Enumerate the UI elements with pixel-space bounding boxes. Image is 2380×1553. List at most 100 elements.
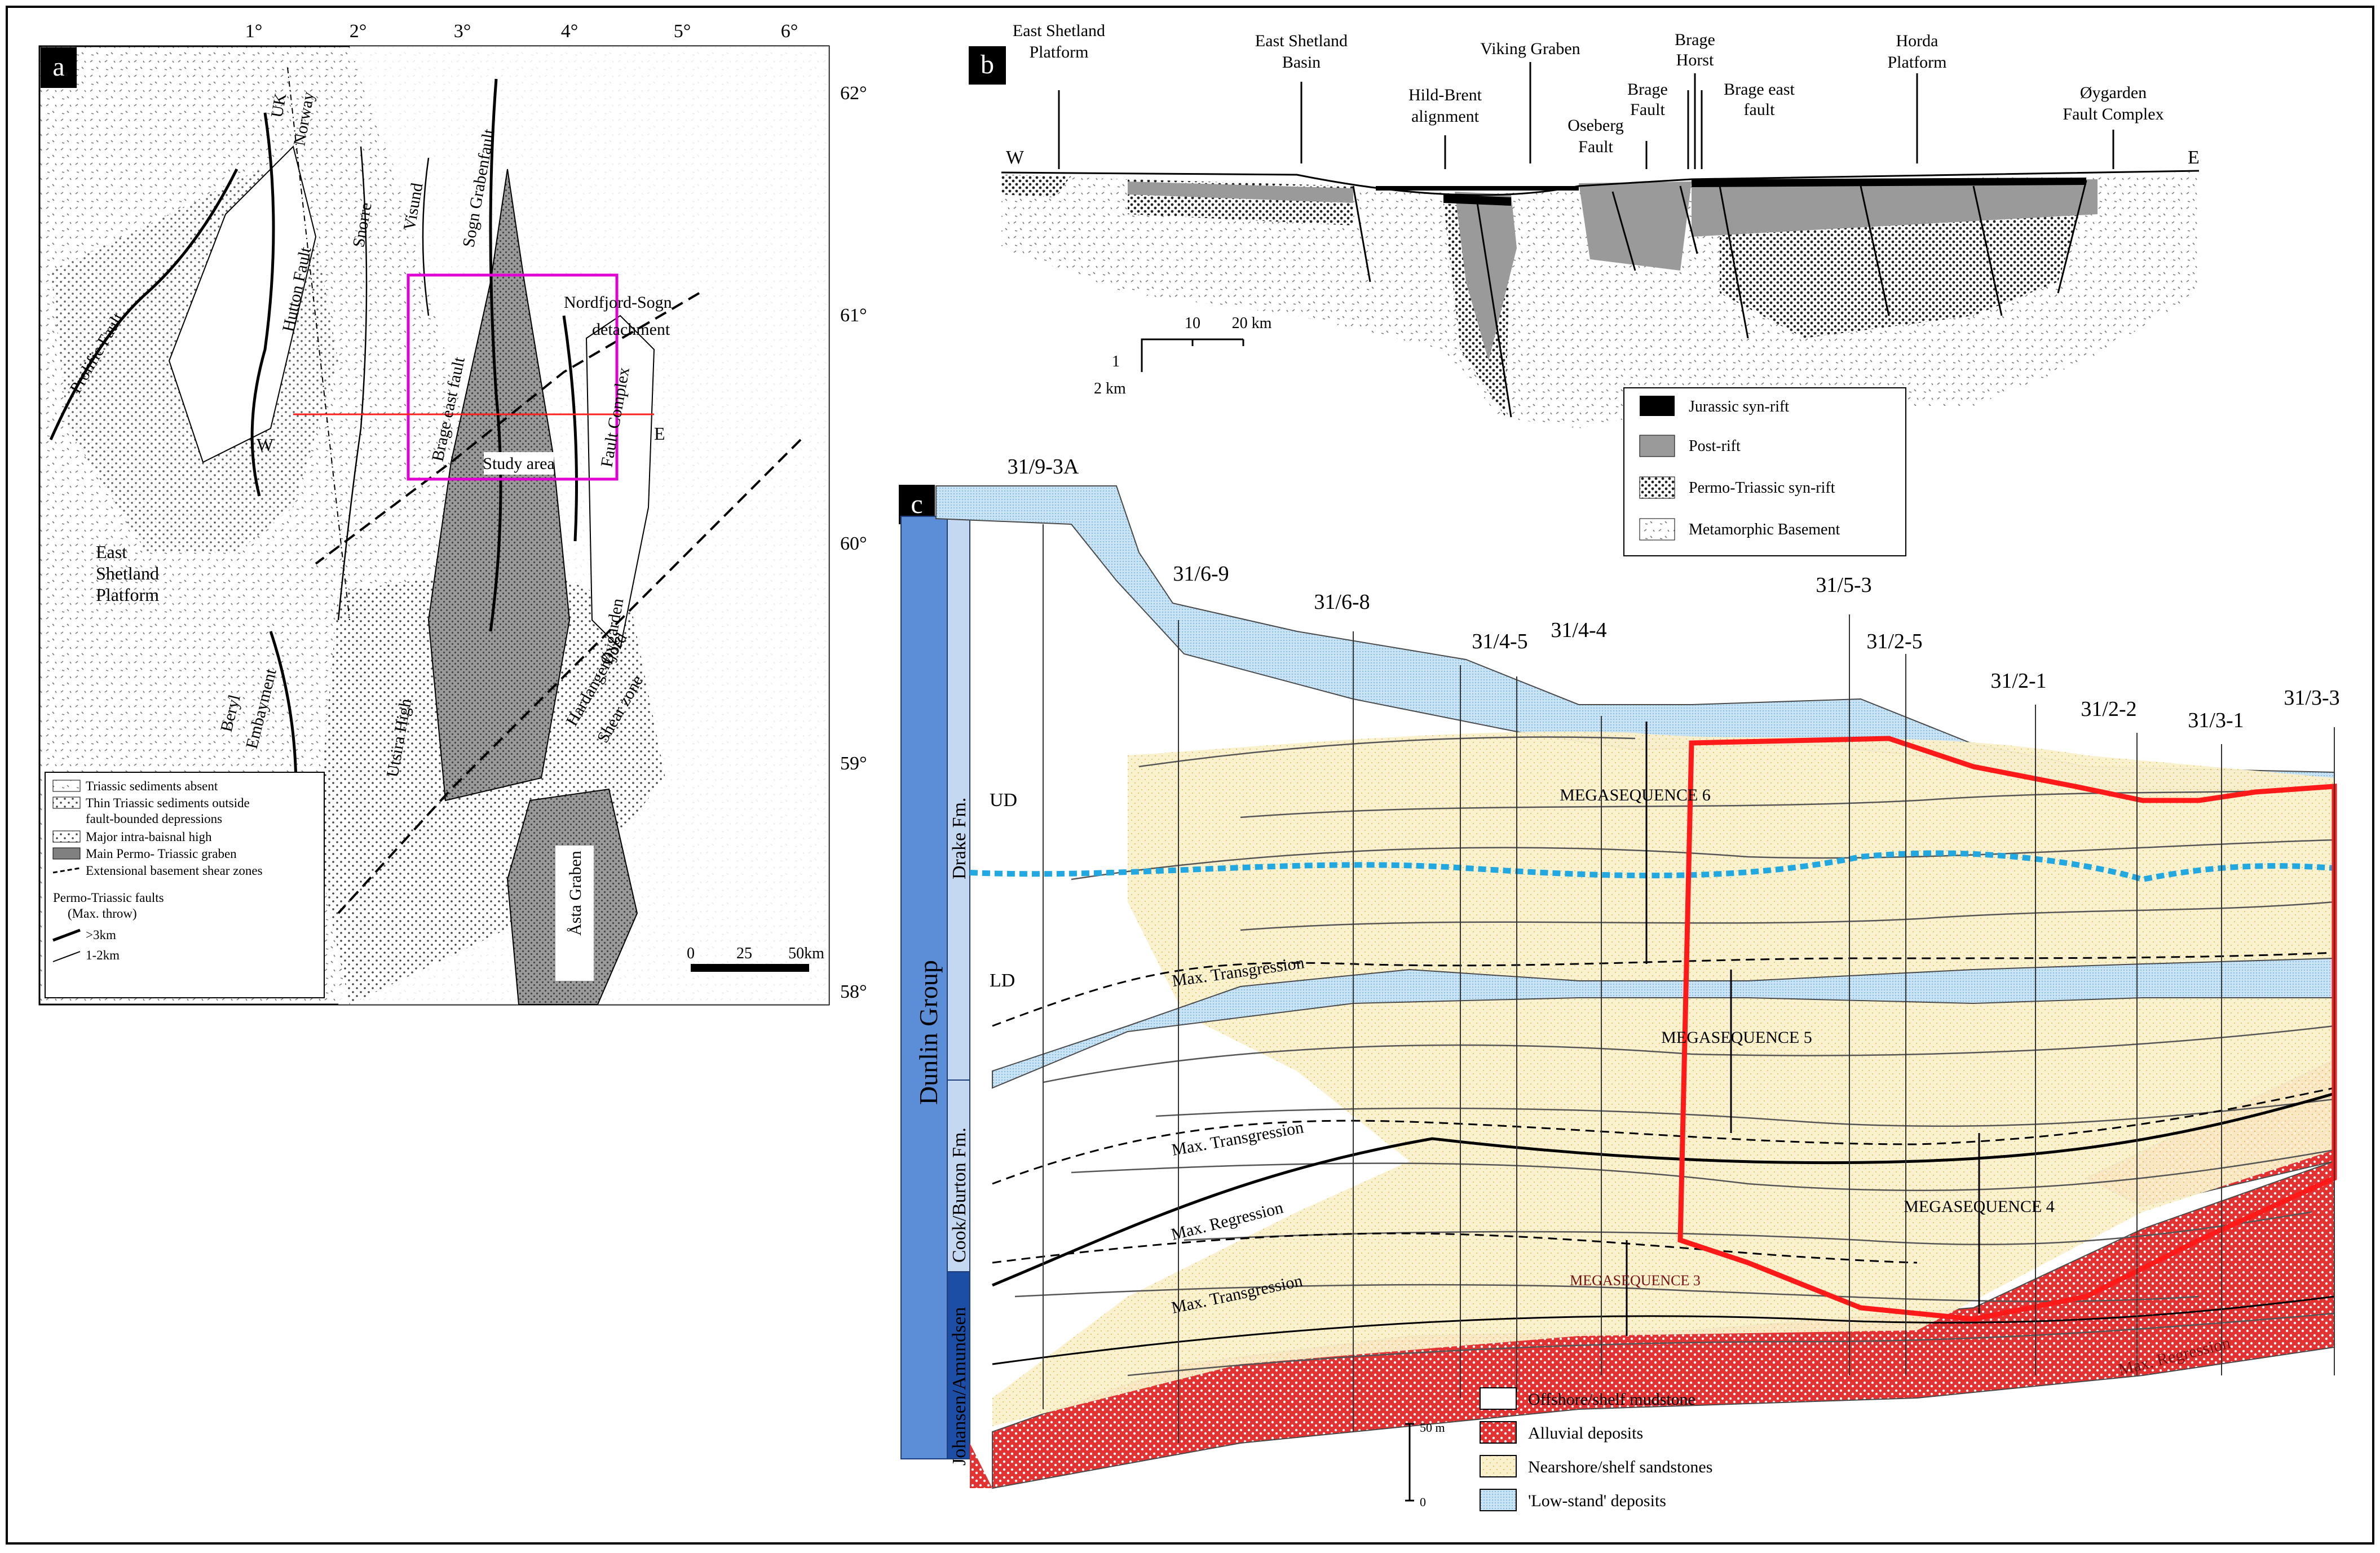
lat-tick: 62° — [840, 83, 867, 104]
well-label: 31/5-3 — [1816, 573, 1871, 597]
legend-swatch — [52, 867, 81, 874]
visund-fault-line — [422, 157, 430, 316]
legend-swatch — [52, 847, 81, 860]
map-label-detachment: detachment — [592, 320, 670, 339]
well-label: 31/6-9 — [1173, 562, 1229, 586]
feature-label-esp: Platform — [1030, 43, 1089, 61]
dunlin-group-column — [900, 516, 948, 1459]
cook-burton-label: Cook/Burton Fm. — [949, 1127, 970, 1263]
subunit-ud: UD — [990, 790, 1017, 811]
legend-label: 'Low-stand' deposits — [1528, 1492, 1666, 1510]
feature-label-oseberg: Fault — [1578, 138, 1613, 156]
map-label-east: E — [654, 423, 665, 444]
scale-label: 50 m — [1420, 1421, 1445, 1435]
scale-label: 20 km — [1232, 315, 1272, 332]
well-label: 31/2-5 — [1866, 630, 1922, 653]
legend-label: fault-bounded depressions — [86, 812, 222, 826]
section-scale-bar: 10 20 km 1 2 km — [1094, 315, 1272, 397]
figure-border — [6, 6, 2374, 1545]
post-rift-oseberg — [1579, 182, 1692, 271]
legend-label: Extensional basement shear zones — [86, 864, 263, 878]
well-label: 31/9-3A — [1008, 455, 1079, 479]
panel-b-section: b East Shetland Platform East Shetland B… — [969, 21, 2200, 556]
well-label: 31/4-5 — [1472, 630, 1527, 653]
map-label-uk: UK — [267, 91, 290, 119]
well-label: 31/2-1 — [1990, 669, 2046, 693]
legend-label: Permo-Triassic syn-rift — [1689, 479, 1835, 497]
datum-line — [969, 850, 2335, 883]
megasequence-3-label: MEGASEQUENCE 3 — [1570, 1272, 1701, 1289]
post-rift-graben-fill — [1455, 192, 1517, 361]
panel-a-map: a 1° 2° 3° 4° 5° 6° 62° 61° 60° 59° 58° … — [38, 21, 867, 1006]
section-faults — [1352, 180, 2087, 418]
feature-label-viking-graben: Viking Graben — [1480, 39, 1580, 58]
map-label-west: W — [257, 435, 274, 455]
scale-bar — [1141, 338, 1244, 372]
lat-tick: 59° — [840, 753, 867, 774]
jurassic-layer — [1692, 178, 2086, 187]
legend-swatch — [1639, 518, 1675, 541]
dunlin-group-label: Dunlin Group — [914, 960, 943, 1105]
feature-label-brage-fault: Brage — [1627, 80, 1668, 99]
feature-label-oseberg: Oseberg — [1567, 116, 1623, 135]
feature-label-hild-brent: Hild-Brent — [1408, 86, 1482, 104]
legend-swatch — [1480, 1489, 1517, 1511]
max-regression-surface-lower — [992, 1295, 2335, 1365]
faults-legend-small: 1-2km — [86, 948, 120, 962]
legend-label: Major intra-baisnal high — [86, 830, 212, 844]
lon-tick: 2° — [350, 21, 367, 42]
megasequence-5-label: MEGASEQUENCE 5 — [1661, 1028, 1812, 1047]
seabed-line — [1001, 170, 2200, 196]
megasequence-6-label: MEGASEQUENCE 6 — [1560, 786, 1711, 804]
legend-label: Main Permo- Triassic graben — [86, 847, 237, 861]
correlation-legend: Offshore/shelf mudstone Alluvial deposit… — [1480, 1387, 1712, 1511]
scale-label: 1 — [1112, 353, 1120, 370]
post-rift-horda — [1692, 179, 2098, 237]
feature-label-hild-brent: alignment — [1411, 107, 1480, 126]
lon-tick: 5° — [674, 21, 691, 42]
subunit-ld: LD — [990, 970, 1015, 991]
megasequence-4-label: MEGASEQUENCE 4 — [1904, 1197, 2055, 1216]
study-area-box — [407, 273, 619, 481]
map-legend: Triassic sediments absent Thin Triassic … — [45, 772, 325, 998]
snorre-fault-line — [337, 146, 368, 621]
feature-label-brage-east: fault — [1744, 100, 1776, 119]
faults-legend-title: Permo-Triassic faults — [53, 891, 164, 905]
alluvial-deposits-toe — [970, 1443, 992, 1488]
legend-label: Post-rift — [1689, 437, 1741, 455]
legend-label: Alluvial deposits — [1528, 1424, 1643, 1443]
panel-a-label-box — [41, 47, 77, 88]
scale-label: 50km — [788, 945, 824, 962]
panel-c-label: c — [911, 489, 922, 519]
oygarden-block — [585, 315, 655, 650]
post-rift-west — [1128, 182, 1353, 203]
map-label-asta-graben: Åsta Graben — [566, 851, 585, 936]
study-area-label-bg — [484, 452, 554, 475]
well-label: 31/3-1 — [2188, 709, 2244, 732]
max-transgression-surface-lower — [992, 1232, 1918, 1264]
legend-label: Offshore/shelf mudstone — [1528, 1390, 1695, 1409]
feature-label-brage-horst: Horst — [1676, 51, 1714, 69]
feature-label-oygarden: Fault Complex — [2063, 105, 2163, 123]
viking-graben-area — [427, 169, 571, 802]
feature-label-brage-east: Brage east — [1724, 80, 1795, 99]
feature-label-brage-horst: Brage — [1675, 30, 1715, 49]
sogn-graben-fault-line — [489, 78, 502, 632]
feature-label-brage-fault: Fault — [1630, 100, 1665, 119]
lon-tick: 4° — [561, 21, 579, 42]
feature-label-esp: East Shetland — [1013, 21, 1105, 40]
max-transgression-surface-middle — [992, 1087, 2335, 1185]
legend-swatch — [52, 830, 81, 843]
legend-swatch — [52, 928, 81, 942]
hutton-fault-line — [250, 112, 275, 497]
legend-swatch — [52, 780, 81, 792]
legend-swatch — [1480, 1421, 1517, 1444]
map-label-east-shetland: Platform — [96, 585, 159, 605]
lon-tick: 3° — [454, 21, 471, 42]
map-label-east-shetland: Shetland — [96, 563, 159, 583]
map-scale-bar: 0 25 50km — [687, 945, 824, 972]
section-west-label: W — [1006, 147, 1025, 168]
legend-swatch — [1639, 476, 1675, 499]
map-label-east-shetland: East — [96, 542, 127, 562]
